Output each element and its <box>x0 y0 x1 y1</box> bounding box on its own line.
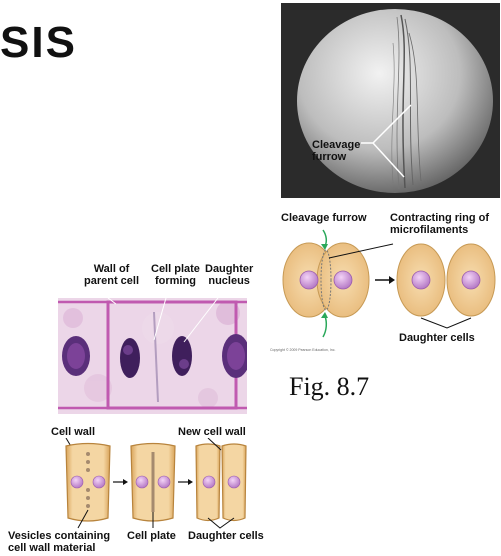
label-cell-plate: Cell plate <box>127 530 176 542</box>
plant-cell-stage-1 <box>66 444 110 522</box>
label-plant-daughter-cells: Daughter cells <box>188 530 264 542</box>
plant-cell-stage-3 <box>196 444 246 521</box>
cleavage-furrow-photo: Cleavage furrow <box>281 3 500 198</box>
label-daughter-nucleus: Daughter nucleus <box>205 263 253 287</box>
label-wall-of-parent-cell: Wall of parent cell <box>84 263 139 287</box>
dividing-cell <box>283 243 369 317</box>
green-arrow-bottom <box>323 316 326 337</box>
plant-cell-diagram <box>58 438 258 530</box>
label-new-cell-wall: New cell wall <box>178 426 246 438</box>
plant-cell-stage-2 <box>131 444 175 522</box>
green-arrow-top <box>323 230 326 246</box>
label-vesicles: Vesicles containing cell wall material <box>8 530 110 554</box>
label-cell-wall: Cell wall <box>51 426 95 438</box>
figure-label: Fig. 8.7 <box>289 372 369 402</box>
photo-pointer-lines <box>281 3 500 198</box>
daughter-cells <box>397 244 495 316</box>
copyright-text: Copyright © 2009 Pearson Education, Inc. <box>270 348 335 352</box>
plant-cell-micrograph <box>58 298 247 414</box>
label-cell-plate-forming: Cell plate forming <box>151 263 200 287</box>
label-animal-daughter-cells: Daughter cells <box>399 332 475 344</box>
page-title: SIS <box>0 18 77 68</box>
